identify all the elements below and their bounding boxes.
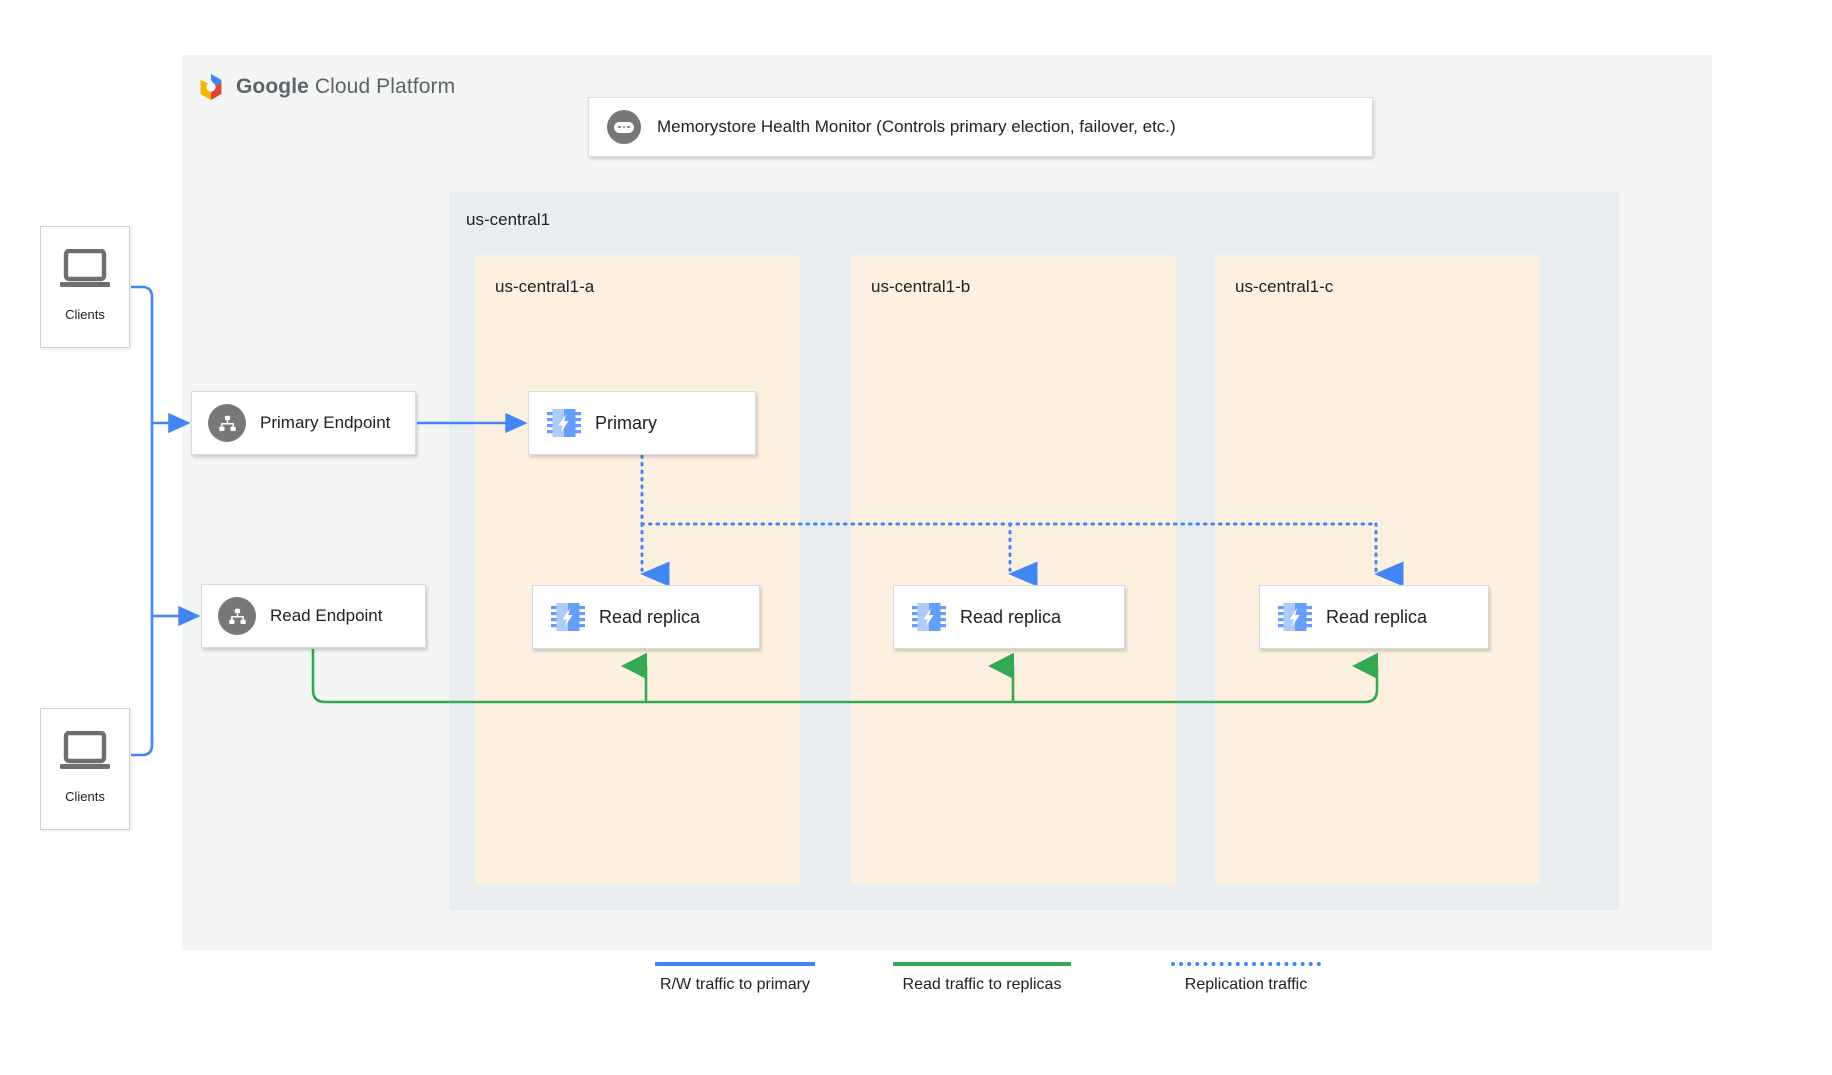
- gcp-logo-cloud-platform: Cloud Platform: [308, 75, 456, 98]
- primary-endpoint-card[interactable]: Primary Endpoint: [191, 391, 416, 455]
- health-monitor-card: Memorystore Health Monitor (Controls pri…: [588, 97, 1373, 157]
- read-replica-card-c[interactable]: Read replica: [1259, 585, 1489, 649]
- zone-label: us-central1-c: [1235, 277, 1334, 296]
- network-hierarchy-icon: [218, 597, 256, 635]
- legend-label: R/W traffic to primary: [660, 976, 810, 993]
- clients-label: Clients: [65, 307, 105, 322]
- zone-us-central1-c: us-central1-c: [1215, 255, 1540, 885]
- memorystore-chip-icon: [551, 600, 585, 634]
- legend-swatch-blue-dotted: [1171, 962, 1321, 966]
- legend: R/W traffic to primary Read traffic to r…: [655, 962, 1321, 1022]
- memorystore-chip-icon: [1278, 600, 1312, 634]
- legend-swatch-green-solid: [893, 962, 1071, 966]
- gcp-logo-google: Google: [236, 75, 309, 98]
- laptop-icon: [58, 730, 112, 773]
- laptop-icon: [58, 248, 112, 291]
- dots-badge-icon: [607, 110, 641, 144]
- primary-node-card[interactable]: Primary: [528, 391, 756, 455]
- memorystore-chip-icon: [912, 600, 946, 634]
- gcp-logo-text: Google Cloud Platform: [236, 75, 455, 99]
- read-endpoint-card[interactable]: Read Endpoint: [201, 584, 426, 648]
- read-replica-label: Read replica: [599, 606, 701, 627]
- legend-label: Replication traffic: [1184, 976, 1308, 993]
- zone-label: us-central1-b: [871, 277, 971, 296]
- gcp-hexagon-logo-icon: [196, 72, 226, 102]
- read-replica-label: Read replica: [1326, 606, 1428, 627]
- clients-bus-line: [131, 285, 154, 757]
- zone-us-central1-a: us-central1-a: [475, 255, 800, 885]
- primary-endpoint-label: Primary Endpoint: [260, 413, 391, 432]
- read-replica-card-b[interactable]: Read replica: [893, 585, 1125, 649]
- legend-item-replication-traffic: Replication traffic: [1171, 962, 1321, 994]
- primary-node-label: Primary: [595, 412, 657, 433]
- clients-box-top[interactable]: Clients: [40, 226, 130, 348]
- region-label: us-central1: [466, 210, 551, 229]
- memorystore-chip-icon: [547, 406, 581, 440]
- legend-item-rw-traffic: R/W traffic to primary: [655, 962, 815, 994]
- zone-us-central1-b: us-central1-b: [851, 255, 1176, 885]
- read-replica-card-a[interactable]: Read replica: [532, 585, 760, 649]
- read-endpoint-label: Read Endpoint: [270, 606, 383, 625]
- clients-label: Clients: [65, 789, 105, 804]
- zone-label: us-central1-a: [495, 277, 595, 296]
- clients-box-bottom[interactable]: Clients: [40, 708, 130, 830]
- legend-item-read-traffic: Read traffic to replicas: [893, 962, 1071, 994]
- legend-swatch-blue-solid: [655, 962, 815, 966]
- health-monitor-label: Memorystore Health Monitor (Controls pri…: [657, 117, 1176, 136]
- network-hierarchy-icon: [208, 404, 246, 442]
- read-replica-label: Read replica: [960, 606, 1062, 627]
- legend-label: Read traffic to replicas: [902, 976, 1062, 993]
- gcp-logo: Google Cloud Platform: [196, 72, 455, 102]
